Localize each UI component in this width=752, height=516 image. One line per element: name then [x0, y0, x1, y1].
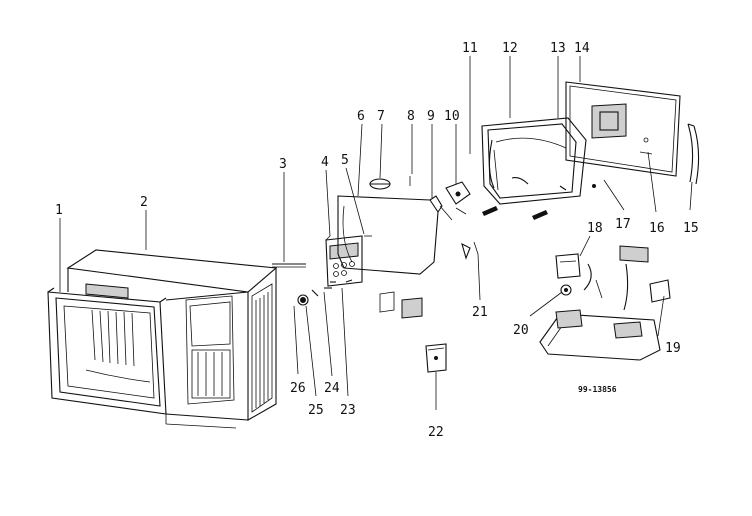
callout-10: 10: [444, 109, 460, 124]
part-control-panel: [325, 235, 363, 287]
part-bracket: [425, 343, 447, 373]
part-side-strip: [687, 123, 700, 185]
callout-numbers: 1 2 3 4 5 6 7 8 9 10 11 12 13 14 15 16 1…: [55, 41, 699, 440]
callout-13: 13: [550, 41, 566, 56]
callout-19: 19: [665, 341, 681, 356]
part-cabinet: [66, 249, 278, 429]
part-compressor-base: [539, 245, 671, 361]
callout-6: 6: [357, 109, 365, 124]
callout-22: 22: [428, 425, 444, 440]
callout-15: 15: [683, 221, 699, 236]
part-rail-and-hardware: [272, 263, 353, 306]
part-front-grille: [47, 287, 167, 415]
callout-12: 12: [502, 41, 518, 56]
callout-3: 3: [279, 157, 287, 172]
part-fan-motor-assembly: [369, 176, 479, 260]
leader-lines: [59, 56, 693, 410]
callout-11: 11: [462, 41, 478, 56]
callout-20: 20: [513, 323, 529, 338]
callout-14: 14: [574, 41, 590, 56]
callout-24: 24: [324, 381, 340, 396]
part-condenser-housing: [481, 117, 596, 220]
callout-4: 4: [321, 155, 329, 170]
callout-5: 5: [341, 153, 349, 168]
callout-18: 18: [587, 221, 603, 236]
callout-26: 26: [290, 381, 306, 396]
callout-23: 23: [340, 403, 356, 418]
callout-25: 25: [308, 403, 324, 418]
callout-1: 1: [55, 203, 63, 218]
part-back-panel: [565, 81, 681, 177]
drawing-reference-number: 99-13856: [578, 385, 617, 394]
callout-8: 8: [407, 109, 415, 124]
callout-16: 16: [649, 221, 665, 236]
callout-21: 21: [472, 305, 488, 320]
callout-7: 7: [377, 109, 385, 124]
callout-17: 17: [615, 217, 631, 232]
callout-2: 2: [140, 195, 148, 210]
callout-9: 9: [427, 109, 435, 124]
part-partition-shroud: [337, 195, 443, 319]
